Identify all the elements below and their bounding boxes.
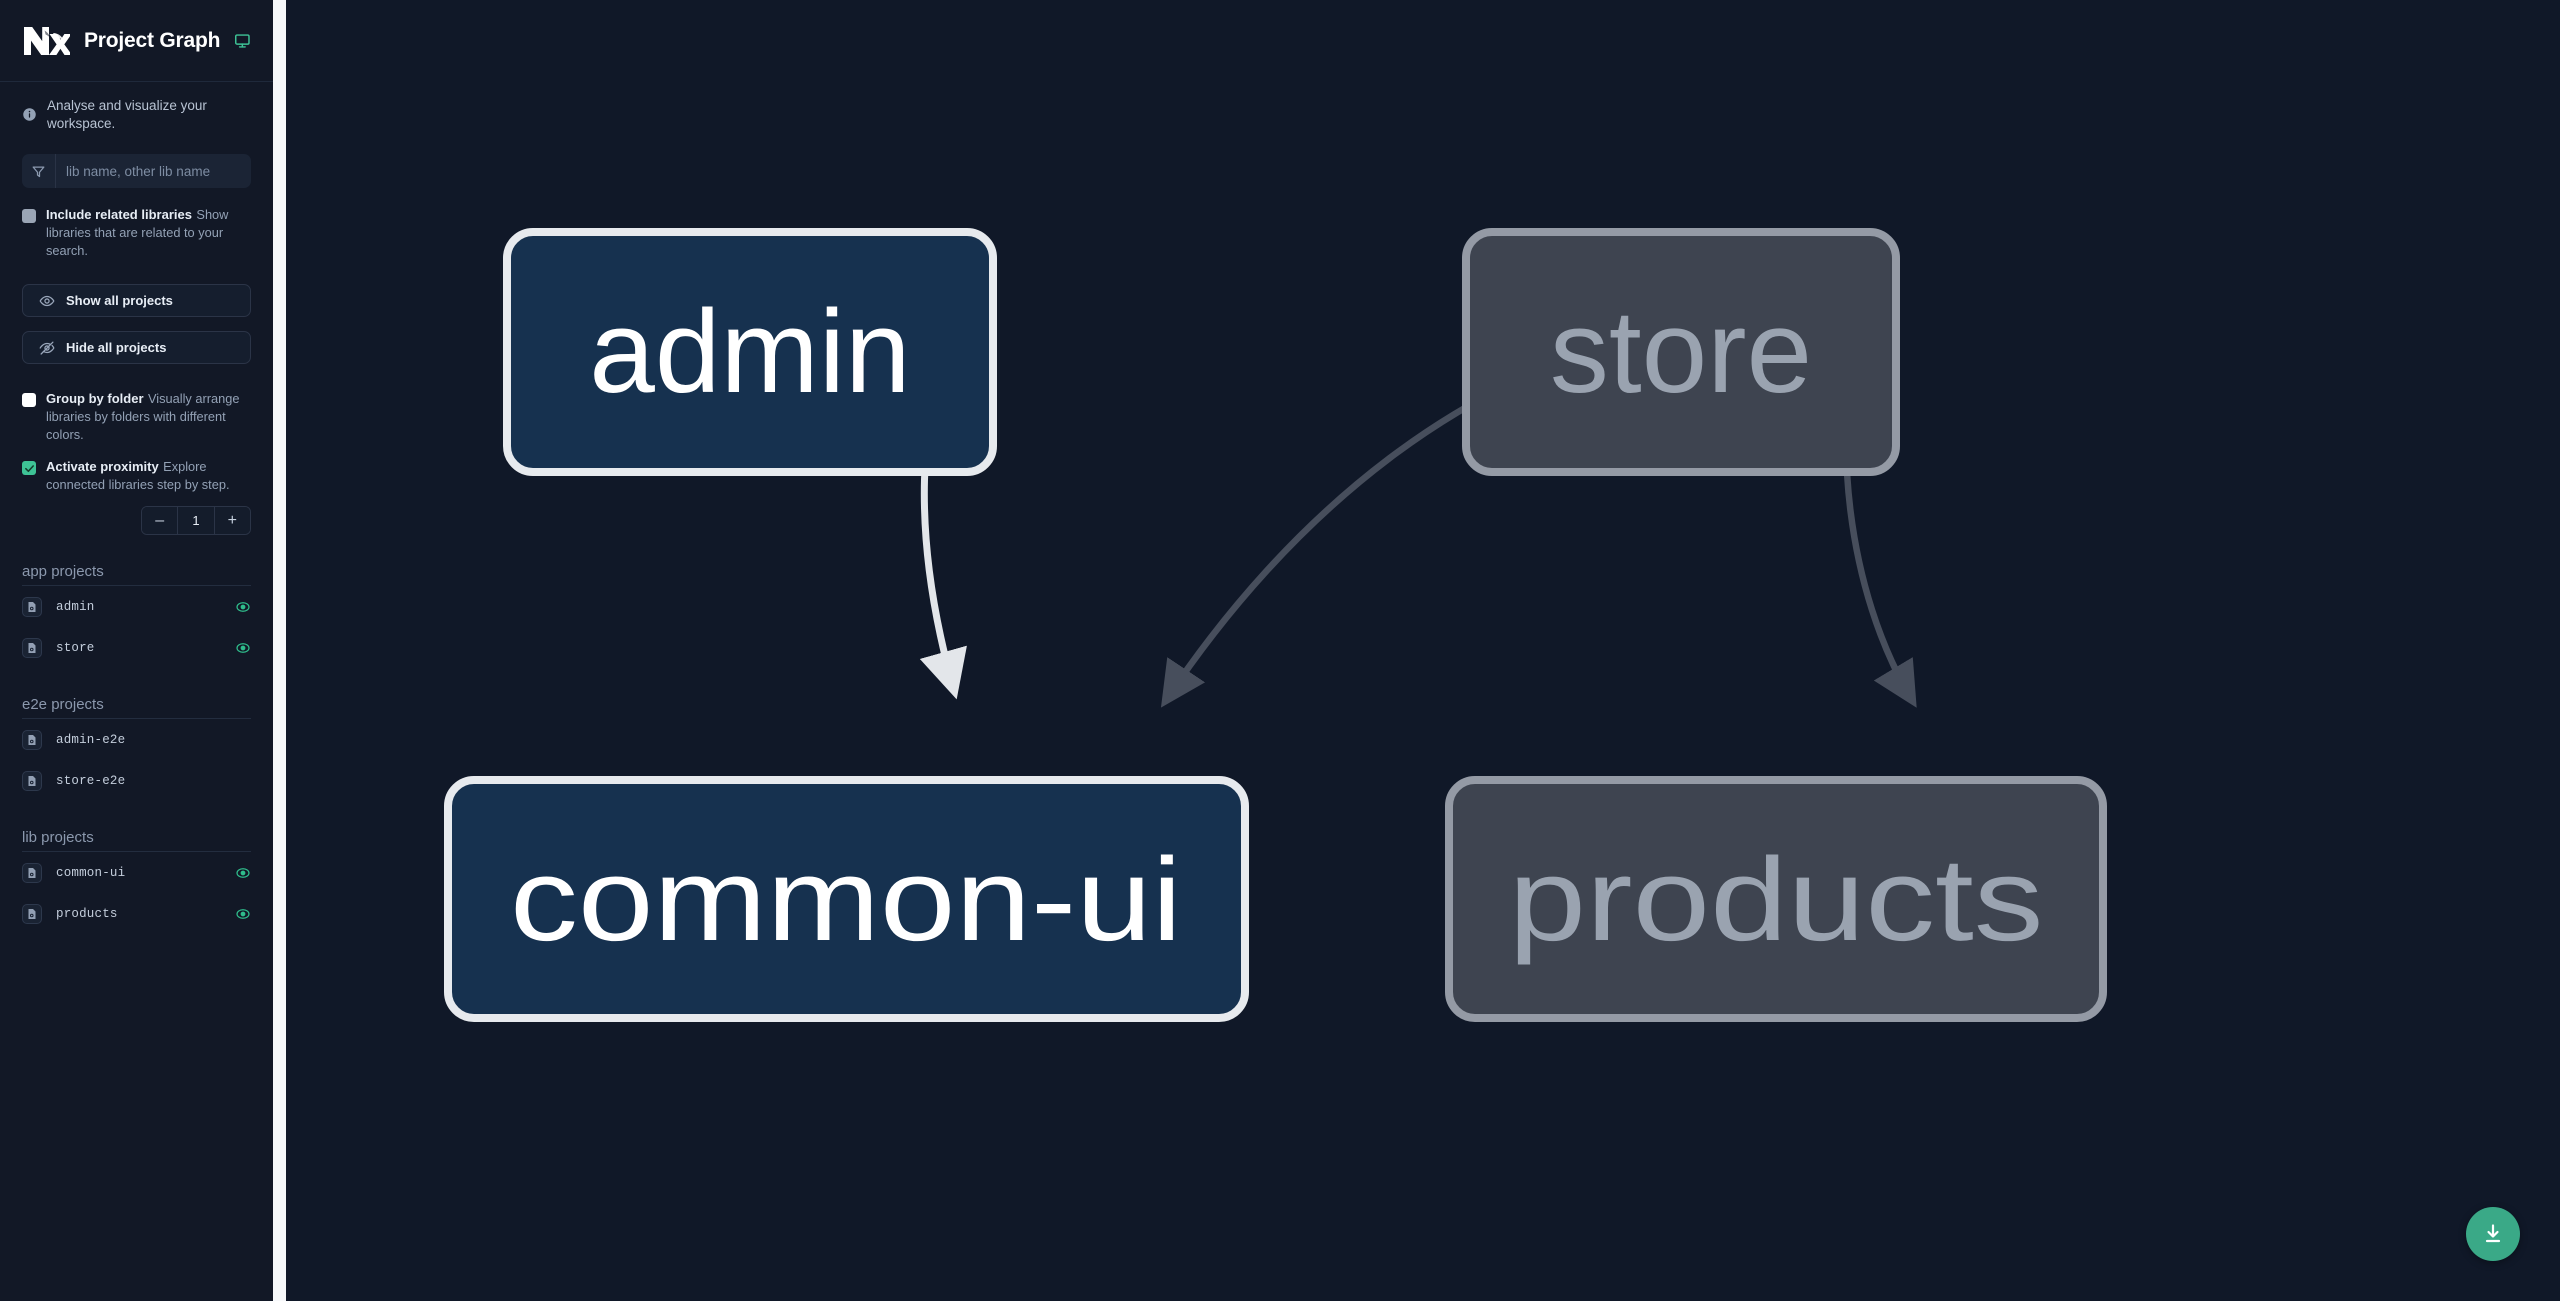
project-name: common-ui bbox=[56, 865, 126, 880]
option-activate-proximity[interactable]: Activate proximity Explore connected lib… bbox=[0, 458, 273, 494]
file-icon-container bbox=[22, 770, 42, 791]
group-divider bbox=[22, 585, 251, 587]
project-list-item-common-ui[interactable]: common-ui bbox=[0, 852, 273, 893]
file-icon-container bbox=[22, 903, 42, 924]
project-list-item-store-e2e[interactable]: store-e2e bbox=[0, 760, 273, 801]
group-divider bbox=[22, 851, 251, 853]
file-icon bbox=[28, 734, 36, 745]
sidebar-header: Project Graph bbox=[0, 0, 273, 82]
project-name: products bbox=[56, 906, 118, 921]
group-by-folder-checkbox[interactable] bbox=[22, 393, 36, 408]
sidebar: Project Graph Analyse and visualize your… bbox=[0, 0, 273, 1301]
monitor-icon[interactable] bbox=[234, 30, 251, 52]
file-icon bbox=[28, 601, 36, 612]
node-admin-label: admin bbox=[589, 286, 910, 418]
page-title: Project Graph bbox=[84, 28, 221, 52]
option-group-by-folder[interactable]: Group by folder Visually arrange librari… bbox=[0, 390, 273, 444]
download-icon bbox=[2485, 1224, 2501, 1243]
graph-canvas[interactable]: admin store common-ui products bbox=[286, 0, 2560, 1301]
search-box[interactable] bbox=[22, 154, 251, 189]
eye-icon[interactable] bbox=[235, 906, 251, 922]
hide-all-projects-label: Hide all projects bbox=[66, 340, 167, 356]
eye-icon[interactable] bbox=[235, 640, 251, 656]
include-related-label: Include related libraries bbox=[46, 207, 192, 223]
graph-node-store[interactable]: store bbox=[1462, 228, 1900, 476]
eye-icon bbox=[39, 295, 55, 306]
file-icon bbox=[28, 775, 36, 786]
sidebar-scrollbar[interactable] bbox=[273, 0, 286, 1301]
funnel-icon bbox=[32, 166, 45, 177]
group-title: e2e projects bbox=[22, 696, 104, 714]
group-divider bbox=[22, 718, 251, 720]
activate-proximity-checkbox[interactable] bbox=[22, 461, 36, 476]
include-related-description: Show libraries that are related to your … bbox=[46, 207, 229, 259]
project-group-app: app projects admin bbox=[0, 563, 273, 668]
file-icon bbox=[28, 867, 36, 878]
show-all-projects-label: Show all projects bbox=[66, 293, 173, 309]
eye-off-icon bbox=[39, 341, 55, 355]
group-by-folder-description: Visually arrange libraries by folders wi… bbox=[46, 391, 240, 443]
node-common-ui-label: common-ui bbox=[510, 834, 1182, 966]
file-icon-container bbox=[22, 596, 42, 617]
graph-node-common-ui[interactable]: common-ui bbox=[444, 776, 1249, 1022]
group-title: app projects bbox=[22, 563, 104, 581]
eye-icon[interactable] bbox=[235, 599, 251, 615]
info-icon bbox=[23, 108, 36, 121]
include-related-checkbox[interactable] bbox=[22, 209, 36, 224]
project-name: admin-e2e bbox=[56, 732, 126, 747]
graph-node-admin[interactable]: admin bbox=[503, 228, 997, 476]
tagline-text: Analyse and visualize your workspace. bbox=[47, 98, 207, 131]
file-icon-container bbox=[22, 729, 42, 750]
file-icon-container bbox=[22, 862, 42, 883]
project-list-item-admin-e2e[interactable]: admin-e2e bbox=[0, 719, 273, 760]
project-name: store-e2e bbox=[56, 773, 126, 788]
group-title: lib projects bbox=[22, 829, 94, 847]
project-list-item-store[interactable]: store bbox=[0, 627, 273, 668]
file-icon bbox=[28, 642, 36, 653]
project-group-lib: lib projects common-ui bbox=[0, 829, 273, 934]
proximity-stepper[interactable]: – 1 + bbox=[141, 506, 251, 536]
nx-logo bbox=[24, 26, 70, 55]
project-group-e2e: e2e projects admin-e2e bbox=[0, 696, 273, 801]
project-name: admin bbox=[56, 599, 95, 614]
project-graph-svg: admin store common-ui products bbox=[444, 228, 2107, 1022]
project-list-item-admin[interactable]: admin bbox=[0, 586, 273, 627]
hide-all-projects-button[interactable]: Hide all projects bbox=[22, 331, 251, 365]
node-common-ui-box[interactable] bbox=[444, 776, 1249, 1022]
search-icon-container bbox=[22, 154, 56, 189]
group-by-folder-label: Group by folder bbox=[46, 391, 144, 407]
search-input[interactable] bbox=[56, 154, 251, 189]
show-all-projects-button[interactable]: Show all projects bbox=[22, 284, 251, 318]
eye-icon-placeholder bbox=[235, 732, 251, 748]
proximity-increment-button[interactable]: + bbox=[214, 507, 250, 535]
node-admin-box[interactable] bbox=[503, 228, 997, 476]
node-store-box[interactable] bbox=[1462, 228, 1900, 476]
graph-node-products[interactable]: products bbox=[1445, 776, 2107, 1022]
download-graph-button[interactable] bbox=[2466, 1207, 2520, 1261]
file-icon-container bbox=[22, 637, 42, 658]
project-list-item-products[interactable]: products bbox=[0, 893, 273, 934]
file-icon bbox=[28, 908, 36, 919]
activate-proximity-label: Activate proximity bbox=[46, 459, 159, 475]
node-products-box[interactable] bbox=[1445, 776, 2107, 1022]
proximity-value: 1 bbox=[177, 507, 215, 535]
eye-icon-placeholder bbox=[235, 773, 251, 789]
check-icon bbox=[24, 464, 34, 472]
tagline-row: Analyse and visualize your workspace. bbox=[0, 82, 273, 132]
eye-icon[interactable] bbox=[235, 865, 251, 881]
node-store-label: store bbox=[1550, 286, 1812, 418]
option-include-related[interactable]: Include related libraries Show libraries… bbox=[0, 206, 273, 260]
proximity-decrement-button[interactable]: – bbox=[142, 507, 178, 535]
project-name: store bbox=[56, 640, 95, 655]
node-products-label: products bbox=[1509, 834, 2044, 966]
activate-proximity-description: Explore connected libraries step by step… bbox=[46, 459, 230, 493]
